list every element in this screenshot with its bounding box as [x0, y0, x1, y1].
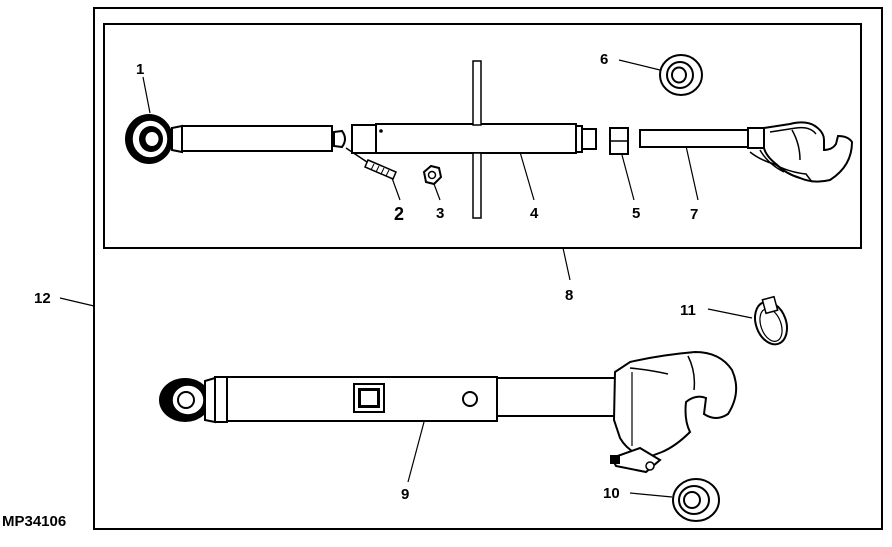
- callout-12: 12: [34, 290, 51, 307]
- callout-11: 11: [680, 302, 696, 319]
- leader-1: [142, 76, 151, 114]
- callout-2: 2: [394, 204, 404, 224]
- callout-5: 5: [632, 205, 640, 222]
- part-3-nut: [422, 164, 443, 201]
- inner-kit-box: [103, 23, 862, 249]
- callout-1: 1: [136, 61, 144, 78]
- part-11-lynch-pin: [707, 295, 788, 346]
- part-1-ball-end: [125, 114, 346, 164]
- outer-border: [93, 7, 883, 530]
- part-7-hook-end: [639, 121, 854, 201]
- callout-10: 10: [603, 485, 620, 502]
- callout-8: 8: [565, 287, 573, 304]
- part-9-lower-link: [159, 350, 738, 483]
- callout-6: 6: [600, 51, 608, 68]
- part-10-bushing: [629, 478, 720, 522]
- callout-9: 9: [401, 486, 409, 503]
- leader-8: [562, 247, 571, 281]
- part-5-jam-nut: [609, 127, 635, 201]
- callout-4: 4: [530, 205, 539, 222]
- callout-7: 7: [690, 206, 698, 223]
- callout-3: 3: [436, 205, 444, 222]
- part-6-bushing: [618, 54, 703, 96]
- leader-12: [59, 297, 95, 307]
- part-2-pin: [345, 147, 401, 201]
- part-4-adjusting-tube: [351, 60, 597, 219]
- figure-id: MP34106: [2, 513, 66, 530]
